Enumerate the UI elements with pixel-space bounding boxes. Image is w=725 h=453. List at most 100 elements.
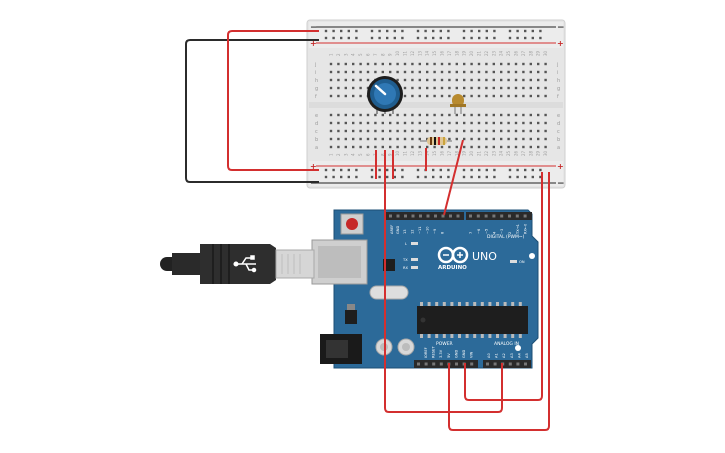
bb-row-left-h: h <box>315 78 318 84</box>
bb-col-number: 19 <box>462 50 467 56</box>
bb-row-right-j: j <box>556 62 558 68</box>
power-pin-label: 3.3V <box>439 349 443 358</box>
bb-row-left-e: e <box>315 113 318 119</box>
rail-plus-bottom-right: + <box>557 162 564 171</box>
bb-col-number: 1 <box>329 153 334 156</box>
aref-label: AREF <box>390 225 394 234</box>
bb-col-number: 26 <box>514 50 519 56</box>
arduino-model: UNO <box>472 250 497 263</box>
rail-plus-top-left: + <box>310 39 317 48</box>
bb-col-number: 27 <box>521 150 526 156</box>
wire-led-to-pin9[interactable] <box>443 139 464 216</box>
usb-port[interactable] <box>311 239 368 285</box>
bb-col-number: 1 <box>329 53 334 56</box>
bb-col-number: 8 <box>380 153 385 156</box>
bb-col-number: 24 <box>499 150 504 156</box>
bb-col-number: 22 <box>484 150 489 156</box>
bb-col-number: 30 <box>543 150 548 156</box>
bb-col-number: 30 <box>543 50 548 56</box>
rail-minus-top-right: − <box>557 23 565 33</box>
analog-pin-label: A2 <box>502 353 506 358</box>
wire-red-rail-loop[interactable] <box>227 30 319 171</box>
wire-pot-to-a0[interactable] <box>384 150 503 413</box>
bb-col-number: 8 <box>380 53 385 56</box>
bb-row-left-d: d <box>315 121 318 127</box>
bb-col-number: 23 <box>491 50 496 56</box>
analog-header <box>483 360 531 368</box>
bb-col-number: 3 <box>343 53 348 56</box>
wire-rail-to-5v[interactable] <box>464 172 543 401</box>
digital-pin-label: 12 <box>411 229 415 234</box>
power-jack[interactable] <box>320 334 362 364</box>
bb-row-right-g: g <box>557 86 560 92</box>
bb-row-left-i: i <box>315 70 316 76</box>
reset-button[interactable] <box>340 213 364 235</box>
microcontroller-chip <box>417 302 528 338</box>
bb-row-left-g: g <box>315 86 318 92</box>
analog-pin-label: A5 <box>525 353 529 358</box>
bb-row-left-j: j <box>314 62 316 68</box>
bb-col-number: 9 <box>388 53 393 56</box>
bb-col-number: 2 <box>336 153 341 156</box>
bb-col-number: 12 <box>410 50 415 56</box>
bb-col-number: 20 <box>469 50 474 56</box>
bb-col-number: 25 <box>506 150 511 156</box>
bb-col-number: 4 <box>351 53 356 56</box>
bb-col-number: 27 <box>521 50 526 56</box>
bb-col-number: 7 <box>373 53 378 56</box>
bb-col-number: 5 <box>358 153 363 156</box>
digital-pin-label: ~11 <box>418 226 422 234</box>
potentiometer[interactable] <box>367 76 403 114</box>
bb-col-number: 20 <box>469 150 474 156</box>
analog-pin-label: A1 <box>495 353 499 358</box>
led[interactable] <box>450 94 466 114</box>
digital-pin-label: 8 <box>441 231 445 234</box>
bb-col-number: 17 <box>447 150 452 156</box>
bb-col-number: 16 <box>440 50 445 56</box>
digital-pin-label: 2 <box>508 232 512 234</box>
bb-col-number: 4 <box>351 153 356 156</box>
bb-row-right-e: e <box>557 113 560 119</box>
bb-col-number: 25 <box>506 50 511 56</box>
bb-col-number: 28 <box>528 50 533 56</box>
breadboard[interactable]: jjiihhggffeeddccbbaa11223344556677889910… <box>306 19 566 189</box>
digital-pin-label: ~3 <box>500 229 504 234</box>
bb-col-number: 18 <box>454 150 459 156</box>
bb-col-number: 29 <box>536 150 541 156</box>
power-header-label: POWER <box>436 341 453 347</box>
digital-pin-label: ~10 <box>426 226 430 234</box>
breadboard-labels: jjiihhggffeeddccbbaa11223344556677889910… <box>314 50 560 156</box>
bb-row-right-d: d <box>557 121 560 127</box>
bb-col-number: 16 <box>440 150 445 156</box>
wire-rail-to-gnd[interactable] <box>448 172 550 431</box>
power-pin-label: GND <box>462 350 466 358</box>
rail-plus-top-right: + <box>557 39 564 48</box>
bb-col-number: 28 <box>528 150 533 156</box>
bb-col-number: 15 <box>432 50 437 56</box>
bb-col-number: 6 <box>366 153 371 156</box>
digital-header <box>386 212 532 220</box>
bb-col-number: 3 <box>343 153 348 156</box>
bb-col-number: 23 <box>491 150 496 156</box>
power-header <box>414 360 478 368</box>
bb-row-left-f: f <box>315 94 317 100</box>
analog-pin-label: A4 <box>517 353 521 358</box>
usb-cable[interactable] <box>160 244 315 284</box>
bb-col-number: 18 <box>454 50 459 56</box>
svg-text:TX: TX <box>402 258 408 262</box>
bb-col-number: 22 <box>484 50 489 56</box>
bb-row-left-b: b <box>315 137 318 143</box>
wire-black-rail-loop[interactable] <box>185 39 319 183</box>
arduino-logo-icon <box>437 246 469 264</box>
analog-header-label: ANALOG IN <box>494 341 519 347</box>
bb-col-number: 11 <box>403 150 408 156</box>
svg-text:L: L <box>405 242 407 246</box>
rail-plus-bottom-left: + <box>310 162 317 171</box>
bb-row-right-a: a <box>557 145 560 151</box>
bb-row-left-a: a <box>315 145 318 151</box>
resistor[interactable] <box>420 137 452 145</box>
digital-pin-label: 7 <box>469 232 473 234</box>
power-pin-label: GND <box>454 350 458 358</box>
onboard-leds: L TX RX ON <box>402 242 525 270</box>
